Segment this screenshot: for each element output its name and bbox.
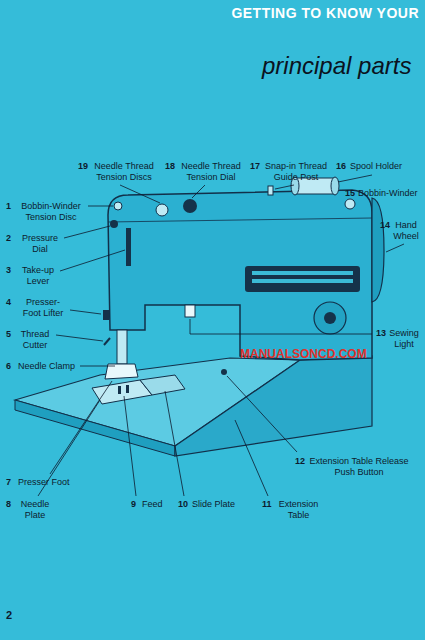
page-title: GETTING TO KNOW YOUR	[231, 8, 419, 19]
part-name: Take-up Lever	[18, 265, 58, 286]
part-name: Slide Plate	[192, 499, 235, 510]
stitch-dial	[314, 302, 346, 334]
sewing-light	[185, 305, 195, 317]
take-up-lever	[126, 228, 131, 266]
head-seam	[108, 218, 372, 222]
callout-number: 8	[6, 499, 11, 510]
leader-line	[124, 396, 136, 496]
part-name: Needle Thread Tension Dial	[179, 161, 243, 182]
callout-number: 3	[6, 265, 11, 276]
leader-line	[60, 250, 125, 271]
page-subtitle: principal parts	[262, 52, 411, 80]
part-name: Extension Table	[276, 499, 321, 520]
leader-line	[120, 185, 160, 203]
part-name: Presser Foot	[18, 477, 70, 488]
leader-line	[275, 185, 294, 189]
bobbin-winder	[345, 199, 355, 209]
dial-hub	[324, 312, 336, 324]
part-name: Pressure Dial	[18, 233, 62, 254]
callout-number: 5	[6, 329, 11, 340]
callout-number: 6	[6, 361, 11, 372]
part-name: Feed	[142, 499, 163, 510]
part-name: Spool Holder	[350, 161, 402, 172]
leader-line	[192, 185, 205, 198]
callout-number: 7	[6, 477, 11, 488]
part-name: Presser-Foot Lifter	[18, 297, 68, 318]
callout-number: 19	[78, 161, 88, 172]
leader-line	[64, 226, 110, 238]
slide-plate	[140, 375, 185, 395]
callout-number: 10	[178, 499, 188, 510]
leader-line	[227, 376, 297, 452]
part-name: Extension Table Release Push Button	[309, 456, 409, 477]
spool-end	[331, 177, 339, 195]
callout-number: 12	[295, 456, 305, 467]
machine-base	[175, 356, 372, 456]
leader-line	[165, 391, 184, 496]
leader-line	[50, 381, 112, 474]
part-name: Thread Cutter	[18, 329, 52, 350]
needle-bar	[117, 330, 127, 364]
part-name: Bobbin-Winder	[358, 188, 418, 199]
part-name: Hand Wheel	[392, 220, 420, 241]
callout-number: 1	[6, 201, 11, 212]
callout-number: 13	[376, 328, 386, 339]
leader-line	[70, 310, 101, 314]
leader-line	[338, 175, 372, 182]
watermark: MANUALSONCD.COM	[240, 347, 367, 361]
callout-number: 17	[250, 161, 260, 172]
machine-head	[108, 190, 372, 360]
feed-dog	[118, 386, 121, 394]
callout-number: 11	[262, 499, 272, 510]
leader-line	[190, 319, 372, 334]
leader-line	[88, 206, 113, 207]
feed-dog	[126, 385, 129, 393]
callout-number: 16	[336, 161, 346, 172]
hand-wheel	[372, 198, 384, 302]
part-name: Needle Clamp	[18, 361, 75, 372]
leader-line	[80, 366, 115, 367]
panel-slot	[252, 279, 353, 283]
guide-post	[268, 186, 273, 195]
release-button	[221, 369, 227, 375]
leader-line	[56, 335, 103, 341]
part-name: Snap-in Thread Guide Post	[263, 161, 329, 182]
callout-number: 9	[131, 499, 136, 510]
part-name: Sewing Light	[387, 328, 421, 349]
callout-number: 2	[6, 233, 11, 244]
callout-number: 14	[380, 220, 390, 231]
page-number: 2	[6, 610, 12, 621]
stitch-panel	[245, 266, 360, 292]
tension-discs	[156, 204, 168, 216]
foot-lifter	[103, 310, 109, 320]
part-name: Bobbin-Winder Tension Disc	[18, 201, 84, 222]
winder-tension-disc	[114, 202, 122, 210]
leader-line	[386, 244, 404, 252]
part-name: Needle Thread Tension Discs	[92, 161, 156, 182]
thread-cutter	[104, 338, 110, 345]
leader-line	[235, 420, 268, 496]
callout-number: 15	[345, 188, 355, 199]
pressure-dial	[110, 220, 118, 228]
panel-slot	[252, 271, 353, 275]
callout-number: 4	[6, 297, 11, 308]
tension-dial	[183, 199, 197, 213]
part-name: Needle Plate	[18, 499, 52, 520]
callout-number: 18	[165, 161, 175, 172]
leader-line	[353, 200, 354, 201]
